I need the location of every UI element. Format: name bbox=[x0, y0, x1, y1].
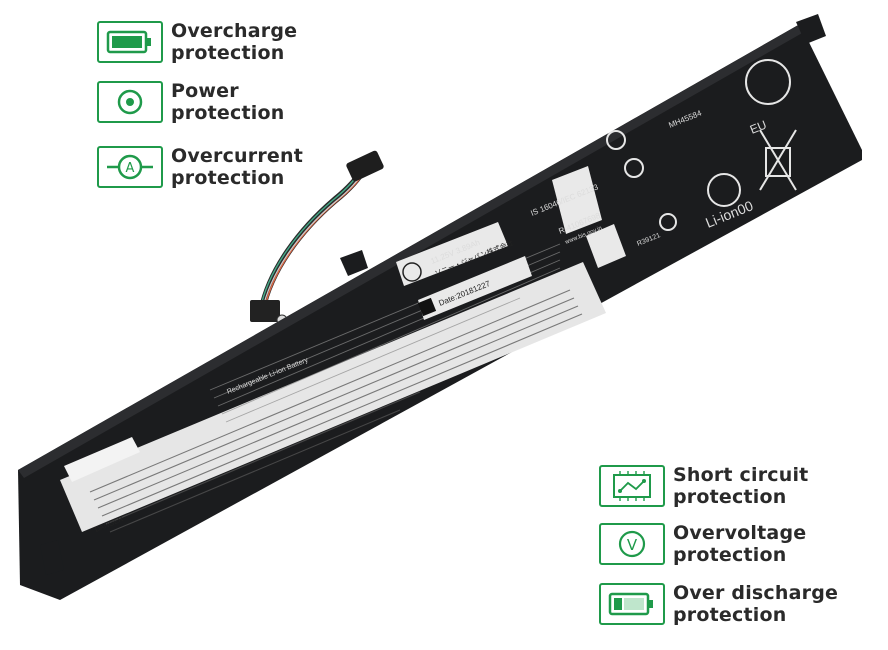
feature-subtitle: protection bbox=[673, 544, 787, 566]
battery-body: 11.25V 3.89Ah ソニー・ジャパン株式会社 Date:20181227… bbox=[18, 14, 862, 600]
feature-subtitle: protection bbox=[171, 167, 285, 189]
feature-title: Overcurrent bbox=[171, 145, 304, 167]
feature-title: Overcharge bbox=[171, 20, 298, 42]
feature-title: Over discharge bbox=[673, 582, 839, 604]
svg-text:A: A bbox=[126, 161, 135, 176]
circuit-board-icon bbox=[599, 465, 665, 507]
feature-title: Short circuit bbox=[673, 464, 809, 486]
feature-subtitle: protection bbox=[171, 102, 285, 124]
feature-subtitle: protection bbox=[673, 604, 787, 626]
feature-subtitle: protection bbox=[171, 42, 285, 64]
feature-title: Power bbox=[171, 80, 239, 102]
power-target-icon bbox=[97, 81, 163, 123]
ammeter-icon: A bbox=[97, 146, 163, 188]
feature-title: Overvoltage bbox=[673, 522, 807, 544]
voltmeter-icon: V bbox=[599, 523, 665, 565]
feature-subtitle: protection bbox=[673, 486, 787, 508]
svg-text:V: V bbox=[627, 536, 638, 554]
eu-label-text: EU bbox=[748, 118, 769, 137]
battery-low-icon bbox=[599, 583, 665, 625]
battery-full-icon bbox=[97, 21, 163, 63]
battery-cable bbox=[250, 150, 384, 326]
